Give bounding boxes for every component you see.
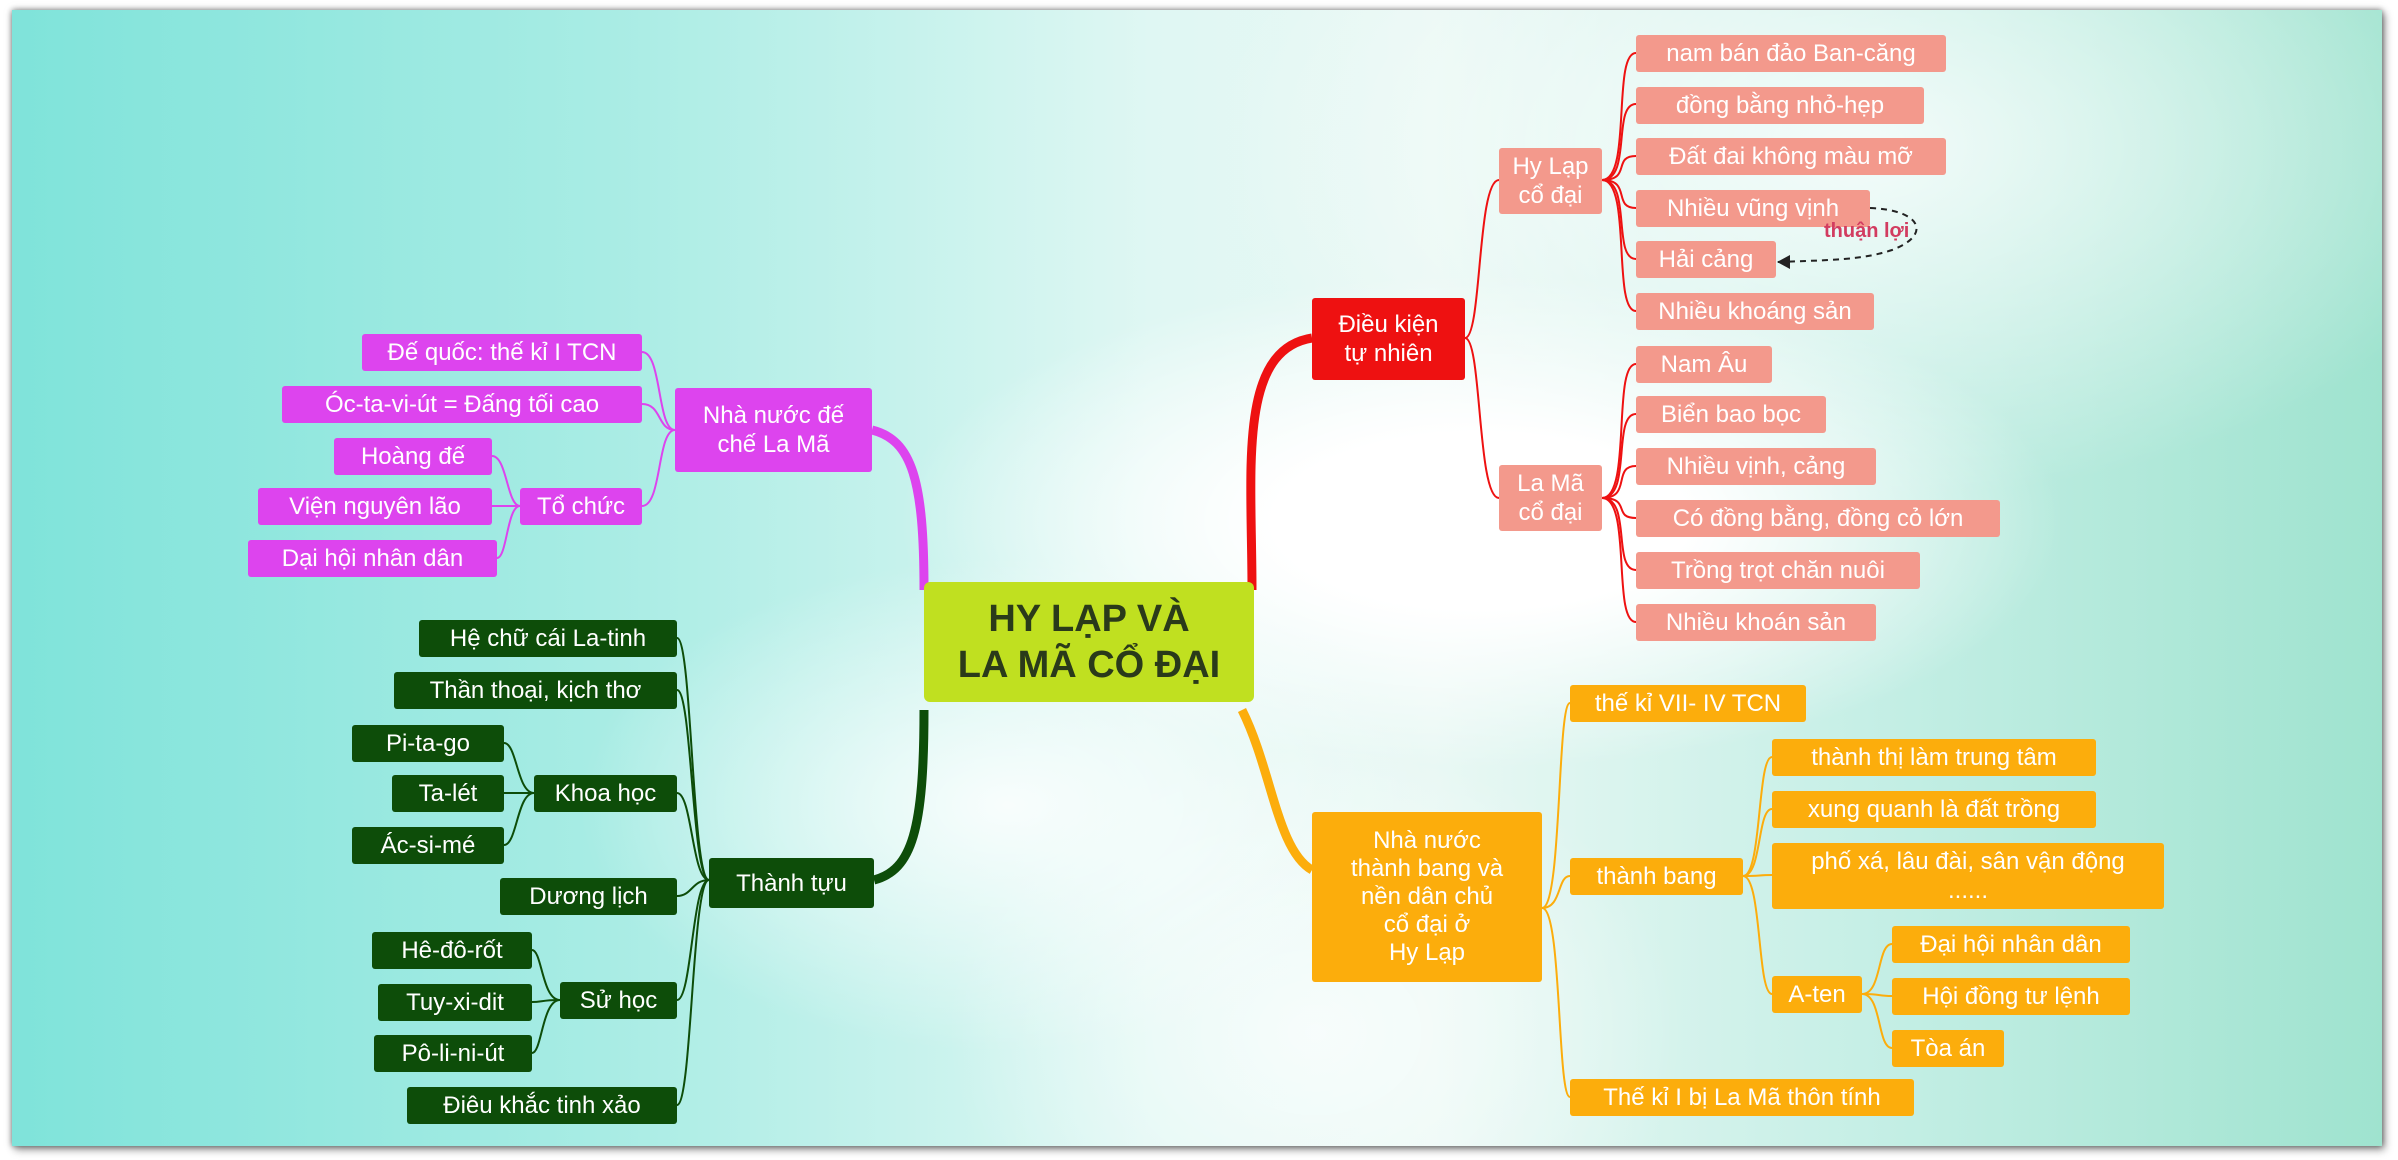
greece-item[interactable]: Nhiều khoáng sản [1636,293,1874,330]
aten-item[interactable]: Hội đồng tư lệnh [1892,978,2130,1015]
topic-thanhbang[interactable]: thành bang [1570,858,1743,895]
topic-science[interactable]: Khoa học [534,775,677,812]
citystate-line: cổ đại ở [1383,911,1471,938]
topic-rome[interactable]: La Mã cổ đại [1499,465,1602,531]
rome-line-2: cổ đại [1518,499,1583,526]
citystate-line: thành bang và [1350,855,1504,882]
achievement-item[interactable]: Điêu khắc tinh xảo [407,1087,677,1124]
greece-item[interactable]: đồng bằng nhỏ-hẹp [1636,87,1924,124]
history-item[interactable]: Tuy-xi-dit [378,984,532,1021]
thanhbang-item3-line-1: phố xá, lâu đài, sân vận động [1811,848,2125,875]
organization-item[interactable]: Hoàng đế [334,438,492,475]
organization-item[interactable]: Viện nguyên lão [258,488,492,525]
greece-line-1: Hy Lạp [1512,153,1589,180]
thanhbang-item[interactable]: thành thị làm trung tâm [1772,739,2096,776]
citystate-line: nền dân chủ [1360,883,1494,910]
greece-item[interactable]: Nhiều vũng vịnh [1636,190,1870,227]
achievement-item[interactable]: Dương lịch [500,878,677,915]
rome-item[interactable]: Có đồng bằng, đồng cỏ lớn [1636,500,2000,537]
topic-empire[interactable]: Nhà nước đế chế La Mã [675,388,872,472]
empire-line-2: chế La Mã [717,431,830,458]
science-item[interactable]: Pi-ta-go [352,725,504,762]
citystate-period[interactable]: thế kỉ VII- IV TCN [1570,685,1806,722]
thanhbang-item[interactable]: phố xá, lâu đài, sân vận động ...... [1772,843,2164,909]
root-line-2: LA MÃ CỔ ĐẠI [957,644,1221,686]
aten-item[interactable]: Tòa án [1892,1030,2004,1067]
greece-item[interactable]: nam bán đảo Ban-căng [1636,35,1946,72]
topic-greece[interactable]: Hy Lạp cổ đại [1499,148,1602,214]
rome-item[interactable]: Nam Âu [1636,346,1772,383]
organization-item[interactable]: Dại hội nhân dân [248,540,497,577]
empire-line-1: Nhà nước đế [702,402,845,429]
thanhbang-item3-line-2: ...... [1947,877,1988,904]
rome-item[interactable]: Nhiều khoán sản [1636,604,1876,641]
empire-item[interactable]: Đế quốc: thế kỉ I TCN [362,334,642,371]
topic-citystate[interactable]: Nhà nước thành bang và nền dân chủ cổ đạ… [1312,812,1542,982]
citystate-line: Nhà nước [1373,827,1481,854]
topic-aten[interactable]: A-ten [1772,976,1862,1013]
rome-line-1: La Mã [1517,470,1584,497]
branch-natural [1246,333,1313,591]
history-item[interactable]: Hê-đô-rốt [372,932,532,969]
topic-history[interactable]: Sử học [560,982,677,1019]
topic-natural-conditions[interactable]: Điều kiện tự nhiên [1312,298,1465,380]
topic-achievements[interactable]: Thành tựu [709,858,874,908]
natural-line-2: tự nhiên [1344,340,1433,367]
history-item[interactable]: Pô-li-ni-út [374,1035,532,1072]
achievement-item[interactable]: Hệ chữ cái La-tinh [419,620,677,657]
rome-item[interactable]: Biển bao bọc [1636,396,1826,433]
branch-empire [870,425,929,591]
greece-line-2: cổ đại [1518,182,1583,209]
thanhbang-item[interactable]: xung quanh là đất trồng [1772,791,2096,828]
note-connector [1776,207,1918,263]
rome-item[interactable]: Trồng trọt chăn nuôi [1636,552,1920,589]
science-item[interactable]: Ta-lét [392,775,504,812]
greece-item[interactable]: Đất đai không màu mỡ [1636,138,1946,175]
citystate-line: Hy Lạp [1388,939,1466,966]
branch-achievements [872,709,929,885]
natural-line-1: Điều kiện [1338,311,1439,338]
connector-lines [491,52,1918,1106]
mindmap-canvas: HY LẠP VÀ LA MÃ CỔ ĐẠI Điều kiện tự nhiê… [12,10,2382,1146]
favorable-note: thuận lợi [1824,220,1910,242]
citystate-end[interactable]: Thế kỉ I bị La Mã thôn tính [1570,1079,1914,1116]
achievement-item[interactable]: Thần thoại, kịch thơ [394,672,677,709]
topic-organization[interactable]: Tổ chức [520,488,642,525]
aten-item[interactable]: Đại hội nhân dân [1892,926,2130,963]
root-line-1: HY LẠP VÀ [988,598,1190,640]
branch-citystate [1237,707,1315,874]
root-topic[interactable]: HY LẠP VÀ LA MÃ CỔ ĐẠI [924,582,1254,702]
rome-item[interactable]: Nhiều vịnh, cảng [1636,448,1876,485]
science-item[interactable]: Ác-si-mé [352,827,504,864]
greece-item[interactable]: Hải cảng [1636,241,1776,278]
empire-item[interactable]: Óc-ta-vi-út = Đấng tối cao [282,386,642,423]
